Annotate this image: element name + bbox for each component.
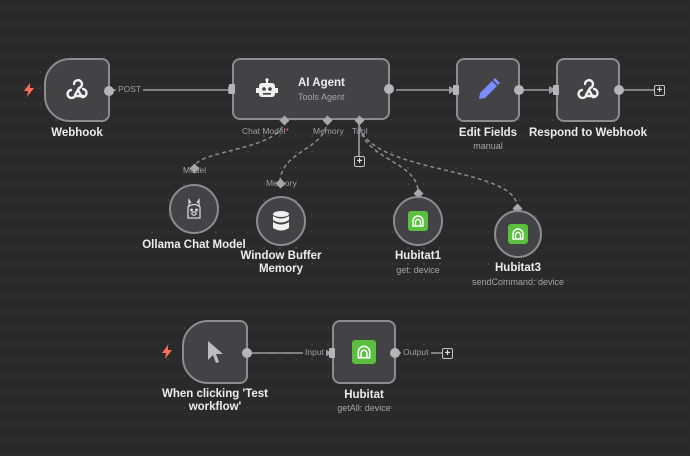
respond-to-webhook-node[interactable] (553, 58, 624, 122)
hubitat1-subtitle: get: device (396, 265, 440, 275)
trigger-bolt-icon (24, 83, 34, 97)
ai-agent-subtitle: Tools Agent (298, 91, 345, 102)
window-buffer-memory-label: Window Buffer Memory (240, 250, 322, 275)
add-node-after-hubitat-button[interactable]: + (442, 348, 453, 359)
connection-tool-hubitat3 (358, 119, 518, 208)
hubitat-icon (352, 340, 376, 364)
connection-chatmodel-ollama (193, 119, 285, 169)
hubitat-icon (408, 211, 428, 231)
hubitat3-label: Hubitat3 (495, 262, 541, 274)
ai-agent-node[interactable]: AI Agent Tools Agent (229, 58, 394, 120)
arrow-head (449, 86, 456, 94)
webhook-icon (577, 78, 599, 100)
hubitat-label: Hubitat (344, 389, 384, 401)
hubitat-output-handle[interactable] (390, 348, 400, 358)
hubitat-node[interactable] (329, 320, 400, 384)
webhook-output-handle[interactable] (104, 86, 114, 96)
memory-port-label: Memory (313, 126, 344, 136)
edit-fields-subtitle: manual (473, 141, 503, 151)
add-node-after-respond-button[interactable]: + (654, 85, 665, 96)
hubitat3-subtitle: sendCommand: device (471, 277, 565, 287)
connection-label-output: Output (401, 347, 431, 357)
ollama-chat-model-label: Ollama Chat Model (142, 239, 246, 251)
pencil-icon (479, 78, 500, 99)
manual-trigger-output-handle[interactable] (242, 348, 252, 358)
hubitat3-node[interactable] (494, 210, 542, 258)
chat-model-port-label: Chat Model* (242, 126, 289, 136)
webhook-node[interactable] (44, 58, 114, 122)
trigger-bolt-icon (162, 345, 172, 359)
llama-icon (187, 198, 201, 219)
connection-memory-buffer (279, 119, 328, 184)
hubitat-icon (508, 224, 528, 244)
hubitat-input-handle[interactable] (329, 348, 335, 358)
hubitat-subtitle: getAll: device (337, 403, 391, 413)
connection-tool-hubitat1 (358, 119, 419, 193)
ollama-chat-model-node[interactable] (169, 184, 219, 234)
hubitat1-label: Hubitat1 (395, 250, 441, 262)
arrow-head (549, 86, 556, 94)
arrow-head (325, 349, 332, 357)
ai-agent-output-handle[interactable] (384, 84, 394, 94)
manual-trigger-node[interactable] (182, 320, 252, 384)
connection-label-post: POST (116, 84, 144, 94)
hubitat1-node[interactable] (393, 196, 443, 246)
memory-node-port-label: Memory (266, 178, 297, 188)
tool-port-label: Tool (352, 126, 368, 136)
respond-output-handle[interactable] (614, 85, 624, 95)
respond-input-handle[interactable] (553, 85, 559, 95)
ai-agent-title: AI Agent (298, 76, 345, 89)
ai-agent-input-handle[interactable] (229, 84, 235, 94)
respond-to-webhook-label: Respond to Webhook (529, 127, 647, 139)
edit-fields-node[interactable] (453, 58, 524, 122)
webhook-node-label: Webhook (51, 127, 103, 139)
window-buffer-memory-node[interactable] (256, 196, 306, 246)
cursor-icon (208, 341, 223, 363)
webhook-icon (66, 78, 88, 100)
ollama-port-label: Model (183, 165, 207, 175)
add-tool-button[interactable]: + (354, 156, 365, 167)
database-icon (273, 211, 289, 231)
connection-label-input: Input (303, 347, 326, 357)
robot-icon (256, 78, 278, 97)
edit-fields-label: Edit Fields (458, 127, 518, 139)
manual-trigger-label: When clicking 'Test workflow' (161, 388, 269, 413)
edit-fields-input-handle[interactable] (453, 85, 459, 95)
edit-fields-output-handle[interactable] (514, 85, 524, 95)
